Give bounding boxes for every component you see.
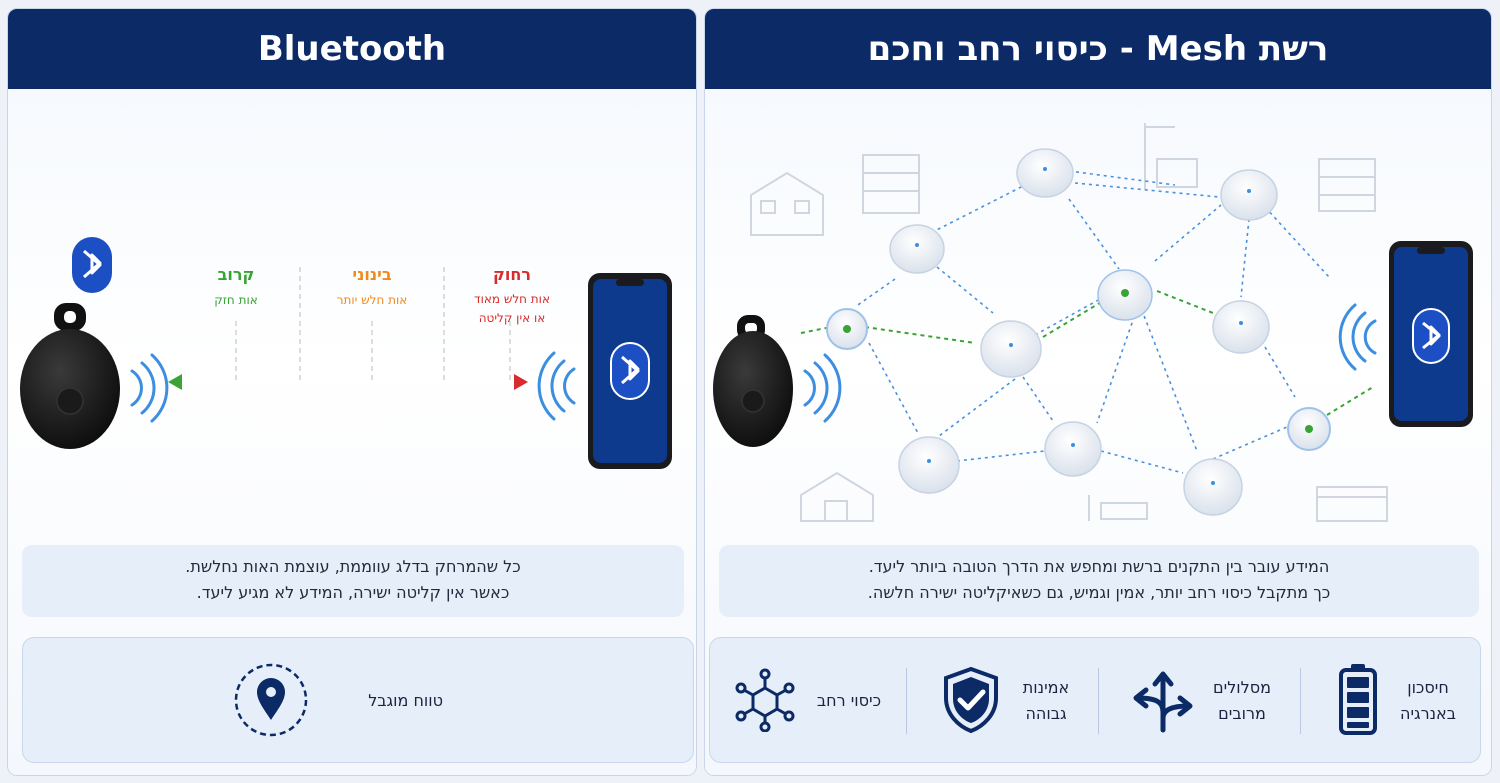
multiple-routes-icon [1133,671,1193,733]
bluetooth-caption-line-1: כל שהמרחק בדלג עווממת, עוצמת האות נחלשת. [185,557,521,576]
zone-far-label: רחוק [493,265,531,284]
shield-check-icon [944,666,998,734]
phone-bluetooth-icon [1412,308,1450,364]
mesh-node [1220,169,1278,221]
signal-range-arrow [168,374,528,390]
house-icon [800,471,874,522]
phone-signal-waves-icon [1338,303,1377,371]
active-route [800,290,1374,416]
building-icon [862,154,920,214]
location-pin-icon [234,663,308,737]
mesh-caption-line-1: המידע עובר בין התקנים ברשת ומחפש את הדרך… [868,557,1330,576]
mesh-node [1183,458,1243,516]
mesh-node [826,308,868,350]
phone-signal-waves-icon [537,351,576,421]
storefront-icon [1316,486,1388,522]
bluetooth-caption: כל שהמרחק בדלג עווממת, עוצמת האות נחלשת.… [22,545,684,617]
building-icon [750,171,824,236]
smartphone [588,273,672,469]
mesh-node [898,436,960,494]
zone-far-sublabel-2: או אין קליטה [479,311,546,325]
tracker-signal-waves-icon [130,353,169,423]
mesh-node [1212,300,1270,354]
battery-icon [1339,664,1377,735]
bluetooth-feature-box: טווח מוגבל [22,637,694,763]
building-icon [1318,158,1376,212]
mesh-nodes [826,148,1331,516]
mesh-node [1097,269,1153,321]
divider [1098,668,1099,734]
zone-separators [235,267,511,381]
mesh-network-diagram [713,123,1473,522]
mesh-features-box: כיסוי רחב אמינות גבוהה מסלולים מרובים [709,637,1481,763]
mesh-node [1016,148,1074,198]
multiple-routes-label: מסלולים מרובים [1202,675,1282,727]
bluetooth-panel: Bluetooth [7,8,697,776]
bluetooth-range-diagram: קרוב אות חזק בינוני אות חלש יותר רחוק או… [20,237,672,469]
limited-range-label: טווח מוגבל [368,691,443,710]
energy-saving-label-2: באנרגיה [1399,704,1456,723]
mesh-node [889,224,945,274]
energy-saving-label: חיסכון באנרגיה [1386,675,1470,727]
zone-near-label: קרוב [218,265,255,284]
mesh-caption-line-2: כך מתקבל כיסוי רחב יותר, אמין וגמיש, גם … [867,583,1331,602]
zone-medium-sublabel: אות חלש יותר [337,293,408,307]
bluetooth-panel-title: Bluetooth [8,9,696,89]
high-reliability-label-1: אמינות [1022,678,1070,697]
high-reliability-label-2: גבוהה [1025,704,1067,723]
mesh-panel: רשת Mesh - כיסוי רחב וחכם [704,8,1492,776]
mesh-caption: המידע עובר בין התקנים ברשת ומחפש את הדרך… [719,545,1479,617]
zone-medium-label: בינוני [352,265,391,284]
mesh-node [1287,407,1331,451]
zone-near-sublabel: אות חזק [214,293,258,307]
smartphone [1389,241,1473,427]
multiple-routes-label-2: מרובים [1218,704,1266,723]
background-buildings [750,123,1388,522]
wide-coverage-label: כיסוי רחב [816,691,882,710]
network-hub-icon [735,668,795,732]
tracker-device [713,315,793,447]
mesh-links [854,170,1330,474]
tracker-signal-waves-icon [803,353,842,423]
phone-bluetooth-icon [610,342,650,400]
high-reliability-label: אמינות גבוהה [1010,675,1082,727]
street-lamp-icon [1144,123,1198,189]
mesh-node [1044,421,1102,477]
divider [1300,668,1301,734]
multiple-routes-label-1: מסלולים [1213,678,1271,697]
bluetooth-caption-line-2: כאשר אין קליטה ישירה, המידע לא מגיע ליעד… [196,583,510,602]
mesh-panel-title: רשת Mesh - כיסוי רחב וחכם [705,9,1491,89]
divider [906,668,907,734]
bench-icon [1088,495,1148,521]
mesh-node [980,320,1042,378]
energy-saving-label-1: חיסכון [1407,678,1449,697]
bluetooth-icon [72,237,112,293]
tracker-device [20,303,120,449]
zone-far-sublabel: אות חלש מאוד [474,292,550,306]
